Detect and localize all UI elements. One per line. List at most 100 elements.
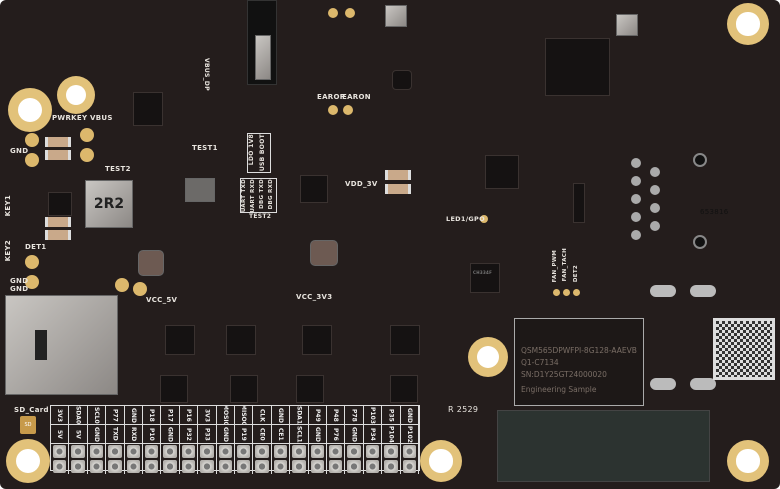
test-pad bbox=[328, 8, 338, 18]
header-pin[interactable] bbox=[144, 445, 159, 458]
crystal bbox=[385, 5, 407, 27]
ic-chip bbox=[185, 178, 215, 202]
silk-fan-pwm: FAN_PWM bbox=[552, 250, 558, 283]
header-pin[interactable] bbox=[218, 460, 232, 473]
header-pin[interactable] bbox=[310, 445, 324, 458]
header-pin-label: P34 bbox=[363, 425, 382, 444]
header-pin[interactable] bbox=[384, 445, 398, 458]
header-pin-label: P104 bbox=[382, 425, 400, 444]
header-pin[interactable] bbox=[200, 445, 214, 458]
header-pin-label: P16 bbox=[179, 406, 198, 425]
ic-chip bbox=[485, 155, 519, 189]
header-pin[interactable] bbox=[126, 445, 140, 458]
mounting-hole bbox=[727, 440, 769, 482]
header-pin[interactable] bbox=[292, 460, 306, 473]
header-pin[interactable] bbox=[255, 460, 269, 473]
header-pin[interactable] bbox=[181, 445, 196, 458]
header-pin-label: P10 bbox=[142, 425, 161, 444]
inductor-marking: 2R2 bbox=[93, 196, 125, 212]
silk-uart-box bbox=[240, 178, 277, 213]
header-pin[interactable] bbox=[89, 460, 104, 473]
header-pin[interactable] bbox=[236, 445, 251, 458]
silk-led1-gpo: LED1/GPO bbox=[446, 215, 485, 223]
ic-chip bbox=[296, 375, 324, 403]
header-pin-label: SDA0 bbox=[69, 406, 87, 425]
header-pin-label: P102 bbox=[400, 425, 418, 444]
sd-card-icon: SD bbox=[20, 416, 36, 434]
header-pin-label: 5V bbox=[51, 425, 69, 444]
silk-sd-card: SD_Card bbox=[14, 406, 49, 414]
header-pin[interactable] bbox=[218, 445, 232, 458]
header-pin-label: GND bbox=[271, 406, 290, 425]
header-pin[interactable] bbox=[273, 445, 288, 458]
header-pin[interactable] bbox=[347, 445, 361, 458]
header-pin[interactable] bbox=[402, 460, 416, 473]
header-pin-label: GND bbox=[124, 406, 142, 425]
ic-chip bbox=[573, 183, 585, 223]
header-pin[interactable] bbox=[89, 445, 104, 458]
header-pin[interactable] bbox=[328, 460, 343, 473]
silk-revision: R 2529 bbox=[448, 405, 479, 414]
som-part-number: QSM565DPWFPI-8G128-AAEVB bbox=[521, 346, 637, 355]
test-pad bbox=[553, 289, 560, 296]
header-pin-label: P33 bbox=[198, 425, 216, 444]
silk-key1: KEY1 bbox=[4, 195, 12, 217]
silk-gnd: GND bbox=[10, 277, 29, 285]
header-pin[interactable] bbox=[328, 445, 343, 458]
test-pad bbox=[25, 153, 39, 167]
ic-chip bbox=[302, 325, 332, 355]
silk-dbg-rxd: DBG RXD bbox=[268, 179, 274, 210]
pad bbox=[690, 285, 716, 297]
sd-card-slot[interactable] bbox=[5, 295, 118, 395]
test-pad bbox=[80, 128, 94, 142]
header-pin-label: 3V3 bbox=[51, 406, 69, 425]
header-pin[interactable] bbox=[292, 445, 306, 458]
header-pin[interactable] bbox=[108, 460, 122, 473]
ic-chip bbox=[160, 375, 188, 403]
header-pin[interactable] bbox=[181, 460, 196, 473]
header-pin[interactable] bbox=[163, 445, 177, 458]
test-pad bbox=[563, 289, 570, 296]
ic-chip bbox=[390, 375, 418, 403]
pad bbox=[650, 285, 676, 297]
capacitor bbox=[385, 184, 411, 194]
ic-chip bbox=[392, 70, 412, 90]
header-pin[interactable] bbox=[365, 460, 380, 473]
inductor bbox=[310, 240, 338, 266]
header-pin[interactable] bbox=[71, 445, 85, 458]
header-pin[interactable] bbox=[255, 445, 269, 458]
header-pin[interactable] bbox=[126, 460, 140, 473]
header-pin[interactable] bbox=[53, 445, 67, 458]
pad bbox=[650, 167, 660, 177]
header-pin[interactable] bbox=[236, 460, 251, 473]
header-pin[interactable] bbox=[108, 445, 122, 458]
header-pin[interactable] bbox=[273, 460, 288, 473]
header-pin-label: P35 bbox=[382, 406, 400, 425]
header-pin-label: TXD bbox=[106, 425, 124, 444]
header-pin[interactable] bbox=[71, 460, 85, 473]
header-pin[interactable] bbox=[402, 445, 416, 458]
header-pin[interactable] bbox=[163, 460, 177, 473]
header-pin-label: P32 bbox=[179, 425, 198, 444]
header-pin[interactable] bbox=[200, 460, 214, 473]
header-pin[interactable] bbox=[384, 460, 398, 473]
header-pin-label: MISO0 bbox=[234, 406, 253, 425]
header-pin[interactable] bbox=[365, 445, 380, 458]
silk-pwrkey-vbus: PWRKEY VBUS bbox=[52, 114, 113, 122]
header-pin[interactable] bbox=[144, 460, 159, 473]
silk-earon: EARON bbox=[342, 93, 371, 101]
header-pin-label: P49 bbox=[308, 406, 326, 425]
header-pin[interactable] bbox=[347, 460, 361, 473]
capacitor bbox=[45, 150, 71, 160]
header-pin[interactable] bbox=[53, 460, 67, 473]
test-pad bbox=[133, 282, 147, 296]
header-pin[interactable] bbox=[310, 460, 324, 473]
header-pin-label: SDA1 bbox=[290, 406, 308, 425]
silk-config-box bbox=[247, 133, 271, 173]
